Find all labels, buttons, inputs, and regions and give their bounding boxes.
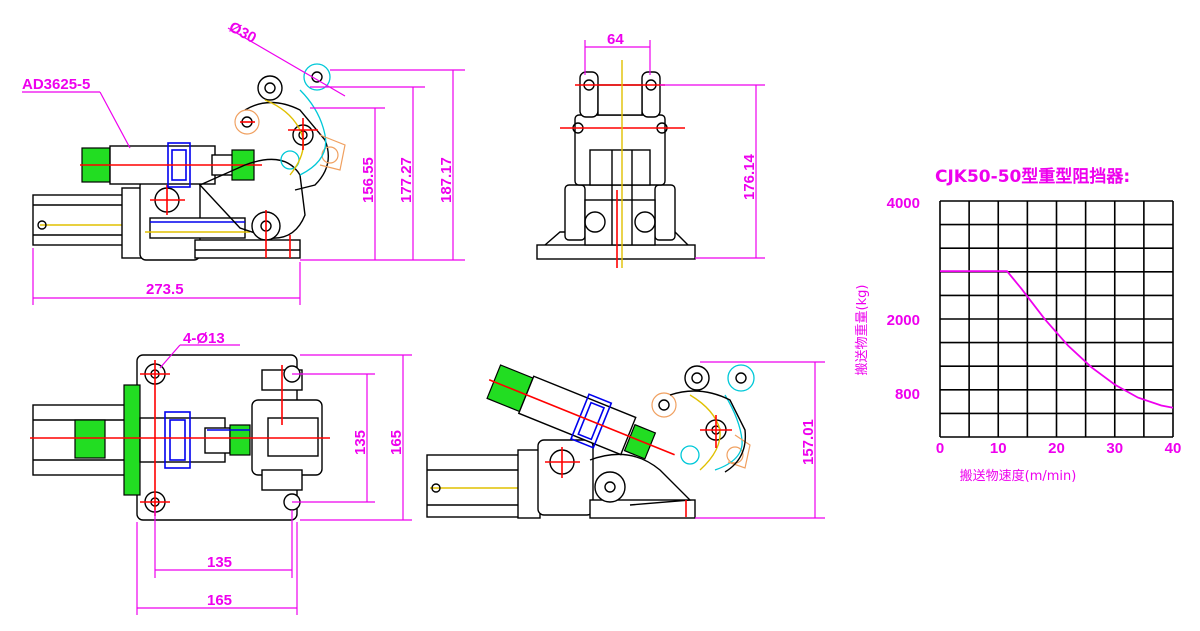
x-tick-label: 40 (1165, 440, 1182, 457)
dimension-177-27: 177.27 (398, 157, 415, 203)
dimension-135-vertical: 135 (352, 430, 369, 455)
dimension-165-vertical: 165 (388, 430, 405, 455)
dimension-4-dia-13: 4-Ø13 (183, 330, 225, 347)
dimension-156-55: 156.55 (360, 157, 377, 203)
x-axis-label: 搬送物速度(m/min) (960, 468, 1077, 484)
dimension-165-horizontal: 165 (207, 592, 232, 609)
x-tick-label: 10 (990, 440, 1007, 457)
dimension-64: 64 (607, 31, 624, 48)
capacity-chart: CJK50-50型重型阻挡器: 4000 2000 800 0 10 20 30 40 搬送… (854, 166, 1181, 484)
x-tick-label: 0 (936, 440, 944, 457)
y-tick-label: 2000 (887, 312, 920, 329)
side-view: AD3625-5 Ø30 156.55 177.27 187.17 273.5 (22, 19, 465, 305)
chart-title: CJK50-50型重型阻挡器: (935, 166, 1130, 187)
tilted-view: 157.01 (426, 361, 825, 519)
dimension-135-horizontal: 135 (207, 554, 232, 571)
capacity-curve (940, 270, 1174, 409)
chart-grid (939, 200, 1174, 438)
dimension-157-01: 157.01 (800, 419, 817, 465)
y-tick-label: 4000 (887, 195, 920, 212)
part-label: AD3625-5 (22, 76, 90, 93)
front-view: 64 176.14 (536, 31, 765, 268)
y-axis-ticks: 4000 2000 800 (887, 195, 920, 403)
x-tick-label: 20 (1048, 440, 1065, 457)
y-axis-label: 搬送物重量(kg) (854, 285, 870, 376)
x-tick-label: 30 (1106, 440, 1123, 457)
y-tick-label: 800 (895, 386, 920, 403)
dimension-176-14: 176.14 (741, 153, 758, 200)
dimension-187-17: 187.17 (438, 157, 455, 203)
dimension-273-5: 273.5 (146, 281, 184, 298)
x-axis-ticks: 0 10 20 30 40 (936, 440, 1182, 457)
top-view: 4-Ø13 135 165 135 165 (30, 330, 412, 615)
